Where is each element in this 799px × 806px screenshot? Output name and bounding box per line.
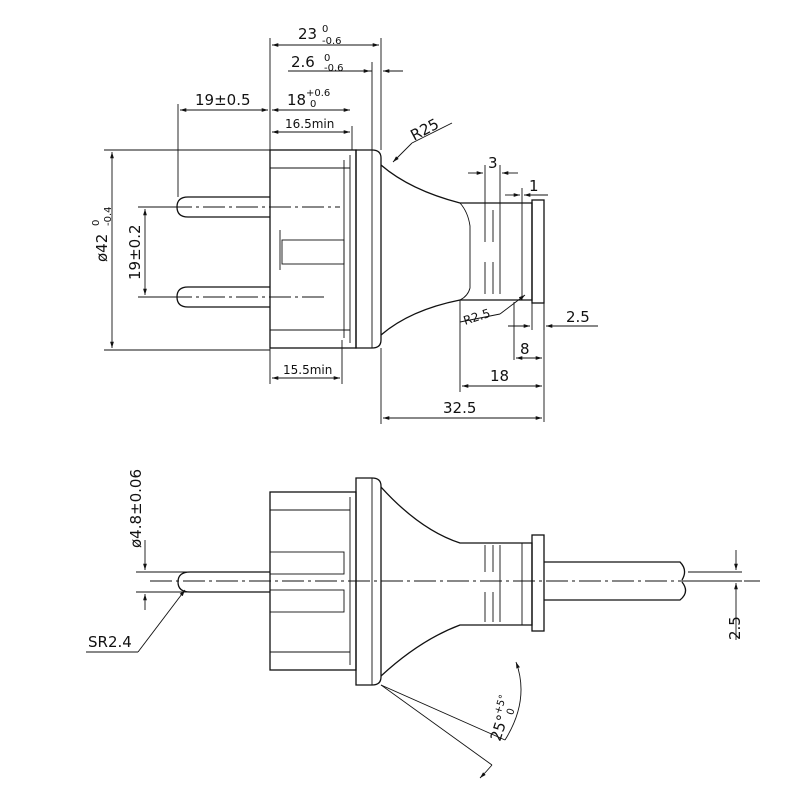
dim-lip-width: 2.5 bbox=[566, 308, 590, 326]
dim-fillet-radius: R25 bbox=[407, 115, 442, 145]
dim-pin-tip-radius: SR2.4 bbox=[88, 633, 132, 651]
dim-flange-thickness-lower: -0.6 bbox=[324, 63, 344, 74]
dim-groove-offset: 1 bbox=[529, 177, 539, 195]
dim-overall-length: 23 bbox=[298, 25, 317, 43]
dim-cord-offset: 2.5 bbox=[726, 616, 744, 640]
side-pin bbox=[177, 571, 270, 593]
dim-rear-length: 32.5 bbox=[443, 399, 476, 417]
svg-text:0: 0 bbox=[505, 707, 517, 716]
dim-pin-length: 19±0.5 bbox=[195, 91, 251, 109]
dim-groove-width: 3 bbox=[488, 154, 498, 172]
plug-body-block bbox=[269, 149, 357, 349]
dim-neck-length: 18 bbox=[490, 367, 509, 385]
plug-end-cap bbox=[531, 199, 545, 304]
cord bbox=[544, 561, 687, 601]
side-neck bbox=[380, 486, 533, 677]
dim-overall-length-lower: -0.6 bbox=[322, 36, 342, 47]
svg-text:-0.4: -0.4 bbox=[103, 206, 114, 226]
dim-inner-radius: R2.5 bbox=[462, 306, 492, 328]
dim-body-depth: 18 bbox=[287, 91, 306, 109]
dim-lip-offset: 8 bbox=[520, 340, 530, 358]
plug-flange bbox=[355, 149, 382, 349]
side-end-cap bbox=[531, 534, 545, 632]
dim-body-diameter: ø42 0 -0.4 bbox=[91, 206, 114, 262]
dim-min-depth-top: 16.5min bbox=[285, 117, 334, 131]
dim-flange-thickness: 2.6 bbox=[291, 53, 315, 71]
top-view: 23 0 -0.6 2.6 0 -0.6 19±0.5 18 +0.6 0 16… bbox=[91, 24, 598, 424]
dim-pin-diameter: ø4.8±0.06 bbox=[127, 469, 145, 548]
svg-text:0: 0 bbox=[91, 220, 102, 226]
dim-overall-length-upper: 0 bbox=[322, 24, 328, 35]
side-view: ø4.8±0.06 SR2.4 2.5 25° +5° 0 bbox=[86, 469, 760, 779]
side-flange bbox=[355, 477, 382, 686]
dim-pin-spacing: 19±0.2 bbox=[126, 224, 144, 280]
dim-min-depth-bottom: 15.5min bbox=[283, 363, 332, 377]
dim-body-depth-upper: +0.6 bbox=[306, 88, 330, 99]
svg-text:ø42: ø42 bbox=[93, 234, 111, 262]
dim-body-depth-lower: 0 bbox=[310, 99, 316, 110]
plug-neck bbox=[380, 164, 533, 336]
dim-flange-thickness-upper: 0 bbox=[324, 53, 330, 64]
svg-text:25°: 25° bbox=[487, 712, 512, 743]
